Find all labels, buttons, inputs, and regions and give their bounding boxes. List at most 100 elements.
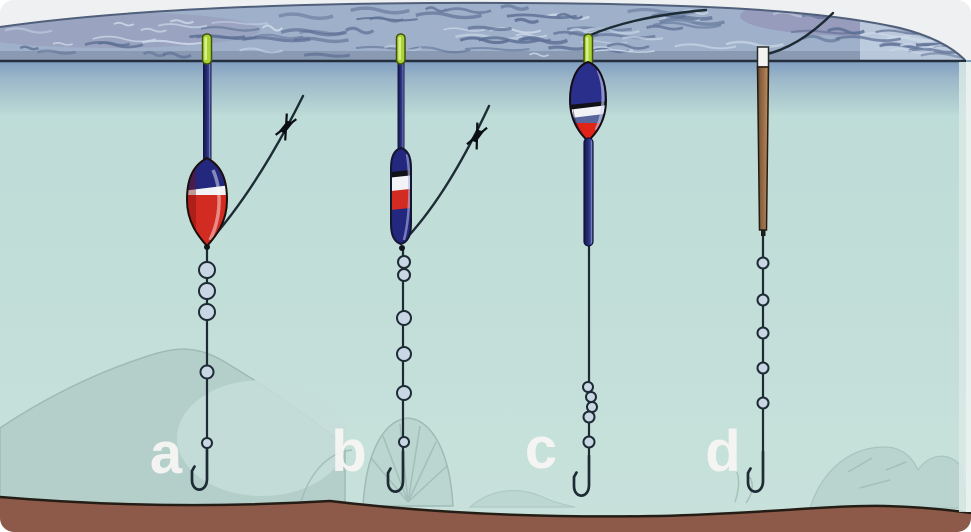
float-a-antenna-highlight [204, 37, 207, 60]
rig-b [386, 247, 412, 493]
split-shot-bead [199, 364, 215, 380]
ripple-streak [344, 26, 375, 35]
split-shot-bead [397, 255, 411, 269]
fish-hook [572, 454, 591, 497]
fish-hook [746, 450, 765, 493]
ripple-streak [162, 51, 192, 59]
surface-top-edge [0, 1, 966, 61]
ripple-streak [4, 27, 53, 34]
float-b-antenna-highlight [398, 37, 401, 60]
float-b [390, 33, 491, 251]
label-a: a [150, 421, 183, 486]
rock-mound-center [468, 489, 576, 508]
seabed [0, 495, 971, 532]
label-c: c [525, 416, 557, 481]
ripple-streak [443, 27, 486, 32]
rock-mound-right [809, 446, 967, 509]
ripple-streak [467, 25, 512, 32]
ripple-streak [459, 36, 510, 45]
float-a [185, 33, 305, 250]
split-shot-bead [582, 410, 596, 424]
rig-c [572, 244, 598, 497]
float-a-line-eye [204, 244, 210, 250]
rig-d [746, 234, 770, 493]
ripple-streak [646, 24, 684, 31]
ripple-streak [920, 52, 965, 59]
float-b-line-eye [399, 245, 405, 251]
right-edge-highlight [959, 62, 966, 512]
split-shot-bead [586, 401, 598, 413]
line-stop-knot-a [275, 113, 297, 141]
float-c-body [570, 62, 606, 141]
ripple-streak [52, 42, 74, 46]
float-d-tip [761, 230, 766, 236]
split-shot-bead [201, 437, 213, 449]
ripple-streak [659, 17, 725, 26]
float-d-stick-body [756, 66, 770, 231]
ripple-streak [37, 49, 76, 55]
ripple-streak [622, 36, 664, 41]
line-stop-knot-b [466, 122, 488, 150]
ripple-streak [520, 37, 551, 43]
float-c-antenna-highlight [586, 37, 589, 62]
float-d [756, 11, 835, 236]
split-shot-bead [756, 361, 770, 375]
ripple-streak [529, 52, 550, 58]
split-shot-bead [396, 310, 412, 326]
lakebed-rocks [0, 348, 967, 532]
ripple-streak [548, 45, 586, 51]
scallop-shell [299, 417, 454, 507]
ripple-streak [886, 35, 939, 43]
underwater-light-gradient [0, 60, 971, 115]
ripple-streak [801, 13, 829, 20]
ripple-streak [790, 29, 860, 35]
ripple-streak [445, 7, 492, 14]
split-shot-bead [756, 256, 770, 270]
split-shot-bead [585, 391, 597, 403]
fish-hook [190, 448, 209, 491]
rig-a [190, 246, 216, 491]
ripple-streak [556, 13, 584, 20]
split-shot-bead [396, 385, 412, 401]
split-shot-bead [756, 293, 770, 307]
ripple-streak [239, 47, 284, 54]
ripple-streak [652, 21, 722, 29]
ripple-streak [515, 33, 548, 38]
float-b-stem [397, 61, 405, 153]
label-d: d [705, 419, 740, 484]
ripple-streak [157, 23, 208, 29]
ripple-streak [725, 40, 784, 48]
ripple-streak [415, 11, 483, 20]
ripple-streak [278, 12, 334, 20]
split-shot-bead [397, 268, 411, 282]
float-c-stem [583, 137, 594, 247]
ripple-streak [674, 43, 737, 50]
float-c [568, 8, 708, 247]
split-shot-bead [198, 261, 216, 279]
rig-overlays [190, 234, 770, 497]
ripple-streak [113, 21, 135, 27]
rock-highlight-left [177, 380, 347, 496]
ripple-streak [141, 39, 205, 46]
ripple-streak [594, 49, 655, 53]
split-shot-bead [582, 381, 594, 393]
ripple-streak [142, 50, 167, 58]
ripple-streak [350, 6, 410, 15]
ripple-streak [506, 13, 578, 20]
ripple-streak [299, 29, 348, 36]
ripple-streak [606, 42, 650, 50]
ripple-streak [424, 6, 448, 13]
ripple-streak [211, 21, 268, 26]
ripple-streak [293, 36, 349, 44]
label-b: b [331, 419, 366, 484]
float-a-body [187, 158, 227, 246]
ripple-streak [303, 52, 351, 58]
ripple-streak [242, 36, 311, 43]
ripple-streak [929, 43, 965, 51]
float-a-stem [203, 61, 212, 163]
ripple-streak [583, 27, 640, 35]
ripple-streak [514, 17, 540, 24]
split-shot-bead [582, 435, 596, 449]
ripple-streak [368, 16, 404, 23]
